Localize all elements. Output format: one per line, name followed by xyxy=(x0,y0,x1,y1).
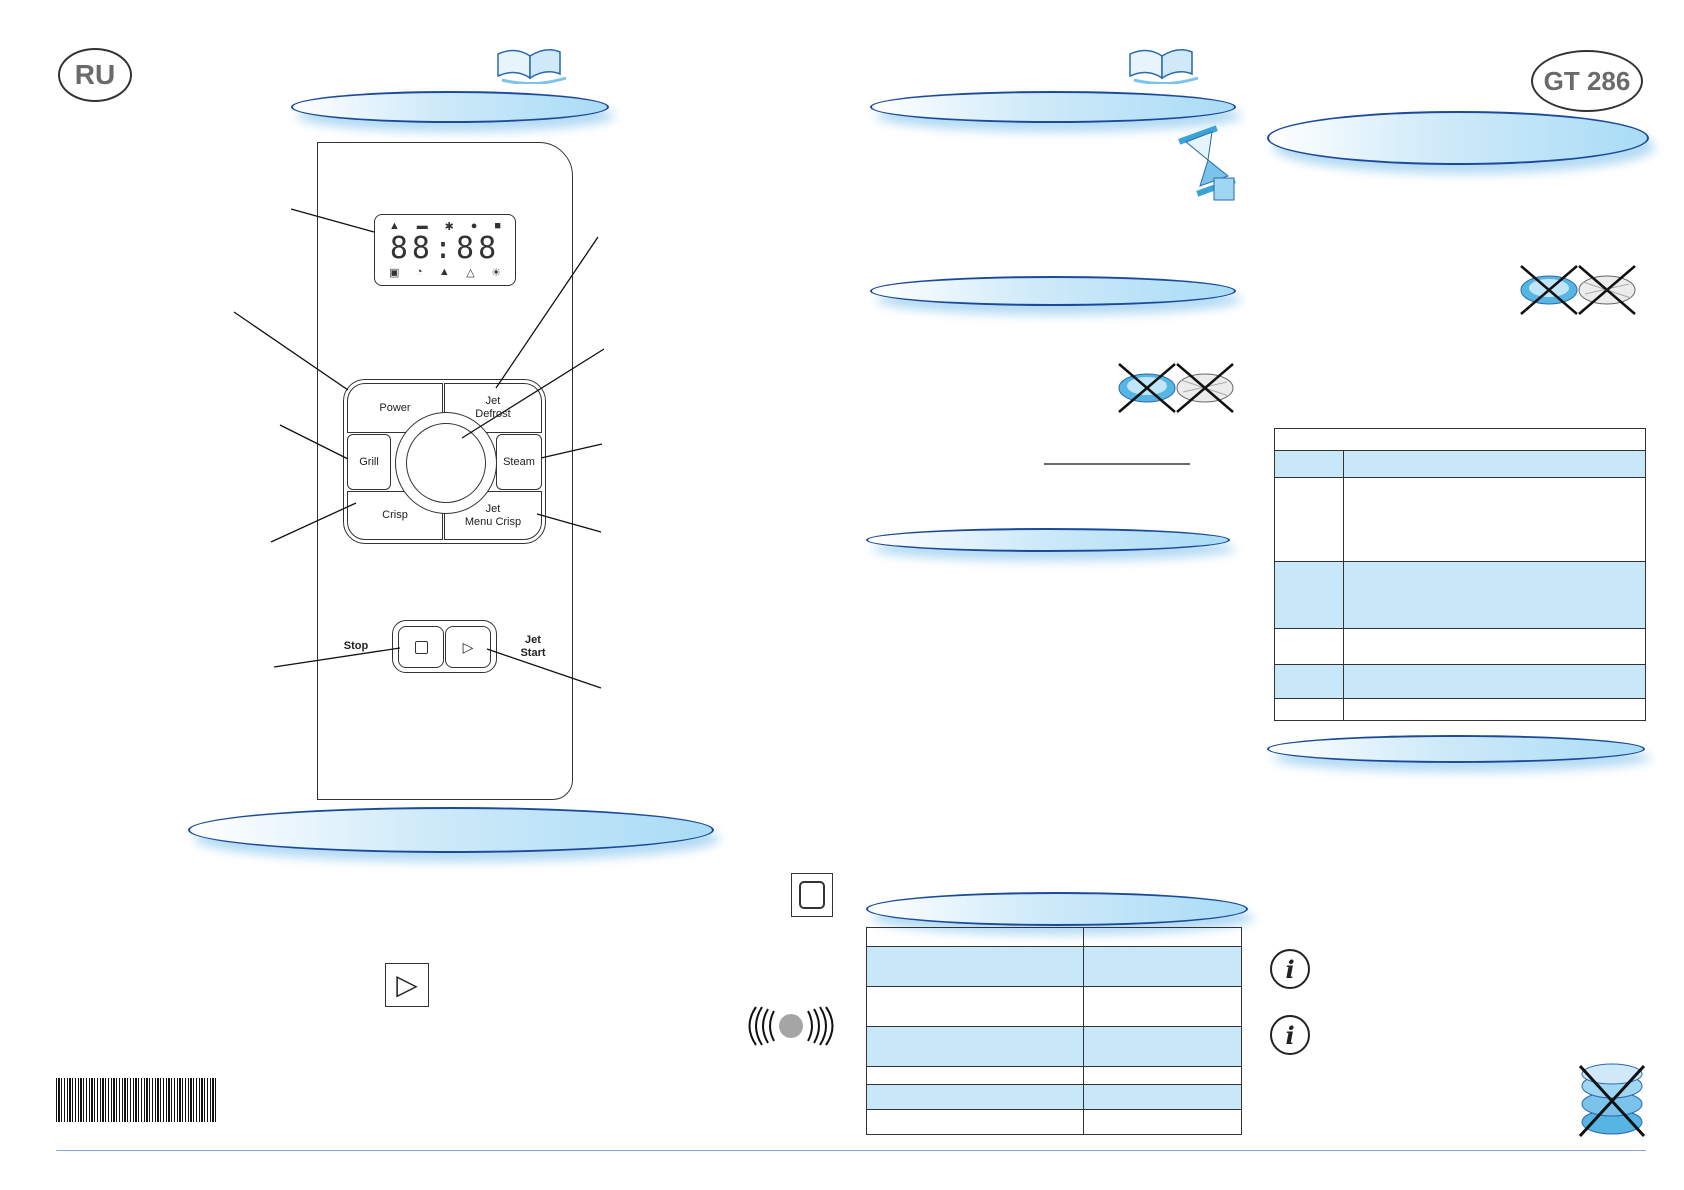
table-row xyxy=(1274,698,1646,721)
portion-icon: △ xyxy=(466,267,475,279)
table-row xyxy=(1274,664,1646,699)
menu-icon: ■ xyxy=(494,220,501,232)
jet-menu-label-2: Menu Crisp xyxy=(464,515,522,528)
lcd-display: ▲ ▬ ✱ ● ■ 88:88 ▣ ◔ ▲ △ ☀ xyxy=(374,214,516,286)
multifunction-dial[interactable] xyxy=(406,423,486,503)
weight-icon: ▲ xyxy=(438,266,450,278)
section-header-page3-top xyxy=(1267,111,1649,165)
table-cooking-page3 xyxy=(1274,428,1646,721)
section-header-page2-mid xyxy=(870,276,1236,306)
section-header-controls xyxy=(291,91,609,123)
section-header-page2-table xyxy=(866,892,1248,926)
table-row xyxy=(866,1084,1242,1110)
table-row xyxy=(866,927,1242,947)
steam-icon: ● xyxy=(470,220,478,232)
crossed-stack-icon xyxy=(1578,1063,1646,1138)
jet-start-label-2: Start xyxy=(520,647,546,659)
table-row xyxy=(1274,561,1646,629)
info-icon-2: i xyxy=(1270,1015,1310,1055)
stop-button[interactable] xyxy=(398,626,444,668)
hourglass-icon xyxy=(1178,125,1236,201)
table-row xyxy=(866,1109,1242,1135)
timer-icon: ◔ xyxy=(415,266,423,278)
language-badge: RU xyxy=(58,48,132,102)
play-triangle-icon: ▷ xyxy=(462,638,474,655)
table-row xyxy=(866,1066,1242,1085)
crossed-dish-icon xyxy=(1118,363,1234,413)
defrost-icon: ✱ xyxy=(444,221,454,233)
display-icons-top: ▲ ▬ ✱ ● ■ xyxy=(389,220,501,233)
section-header-page2-lower xyxy=(866,528,1230,552)
stop-square-icon-large xyxy=(799,881,825,909)
table-cooking-page2 xyxy=(866,927,1242,1135)
table-row xyxy=(1274,477,1646,562)
steam-button[interactable]: Steam xyxy=(496,434,542,490)
jet-defrost-label-1: Jet xyxy=(485,395,501,407)
open-book-icon xyxy=(497,49,567,84)
play-icon-box: ▷ xyxy=(385,963,429,1007)
stop-square-icon xyxy=(414,640,428,654)
open-book-icon-2 xyxy=(1129,49,1199,84)
info-icon: i xyxy=(1270,949,1310,989)
table-row xyxy=(866,1026,1242,1067)
vibration-icon xyxy=(748,1006,834,1046)
table-row xyxy=(1274,450,1646,478)
stop-label: Stop xyxy=(343,640,369,652)
section-header-page3-mid xyxy=(1267,735,1645,763)
stop-start-group: ▷ xyxy=(392,620,497,673)
crossed-dish-icon-2 xyxy=(1520,265,1636,315)
jet-icon: ☀ xyxy=(491,267,501,279)
model-badge: GT 286 xyxy=(1531,50,1643,112)
stop-icon-box xyxy=(791,873,833,917)
section-header-display-panel xyxy=(188,807,714,853)
jet-start-button[interactable]: ▷ xyxy=(445,626,491,668)
display-digits: 88:88 xyxy=(389,231,501,266)
grill-icon: ▲ xyxy=(389,220,400,232)
barcode xyxy=(56,1078,218,1122)
section-header-page2-top xyxy=(870,91,1236,123)
table-row xyxy=(866,986,1242,1027)
crisp-icon: ▬ xyxy=(416,220,428,232)
jet-start-label-1: Jet xyxy=(525,634,541,646)
grill-button[interactable]: Grill xyxy=(347,434,391,490)
jet-start-label: Jet Start xyxy=(518,634,548,660)
footer-rule xyxy=(56,1150,1646,1151)
display-icons-bottom: ▣ ◔ ▲ △ ☀ xyxy=(389,266,501,279)
jet-defrost-button[interactable]: Jet Defrost xyxy=(444,383,542,433)
jet-menu-label-1: Jet xyxy=(485,502,501,515)
play-triangle-icon-large: ▷ xyxy=(396,969,418,1000)
clock-icon: ▣ xyxy=(389,267,400,279)
jet-defrost-label-2: Defrost xyxy=(475,408,511,420)
table-row xyxy=(866,946,1242,987)
table-row xyxy=(1274,428,1646,451)
table-row xyxy=(1274,628,1646,665)
